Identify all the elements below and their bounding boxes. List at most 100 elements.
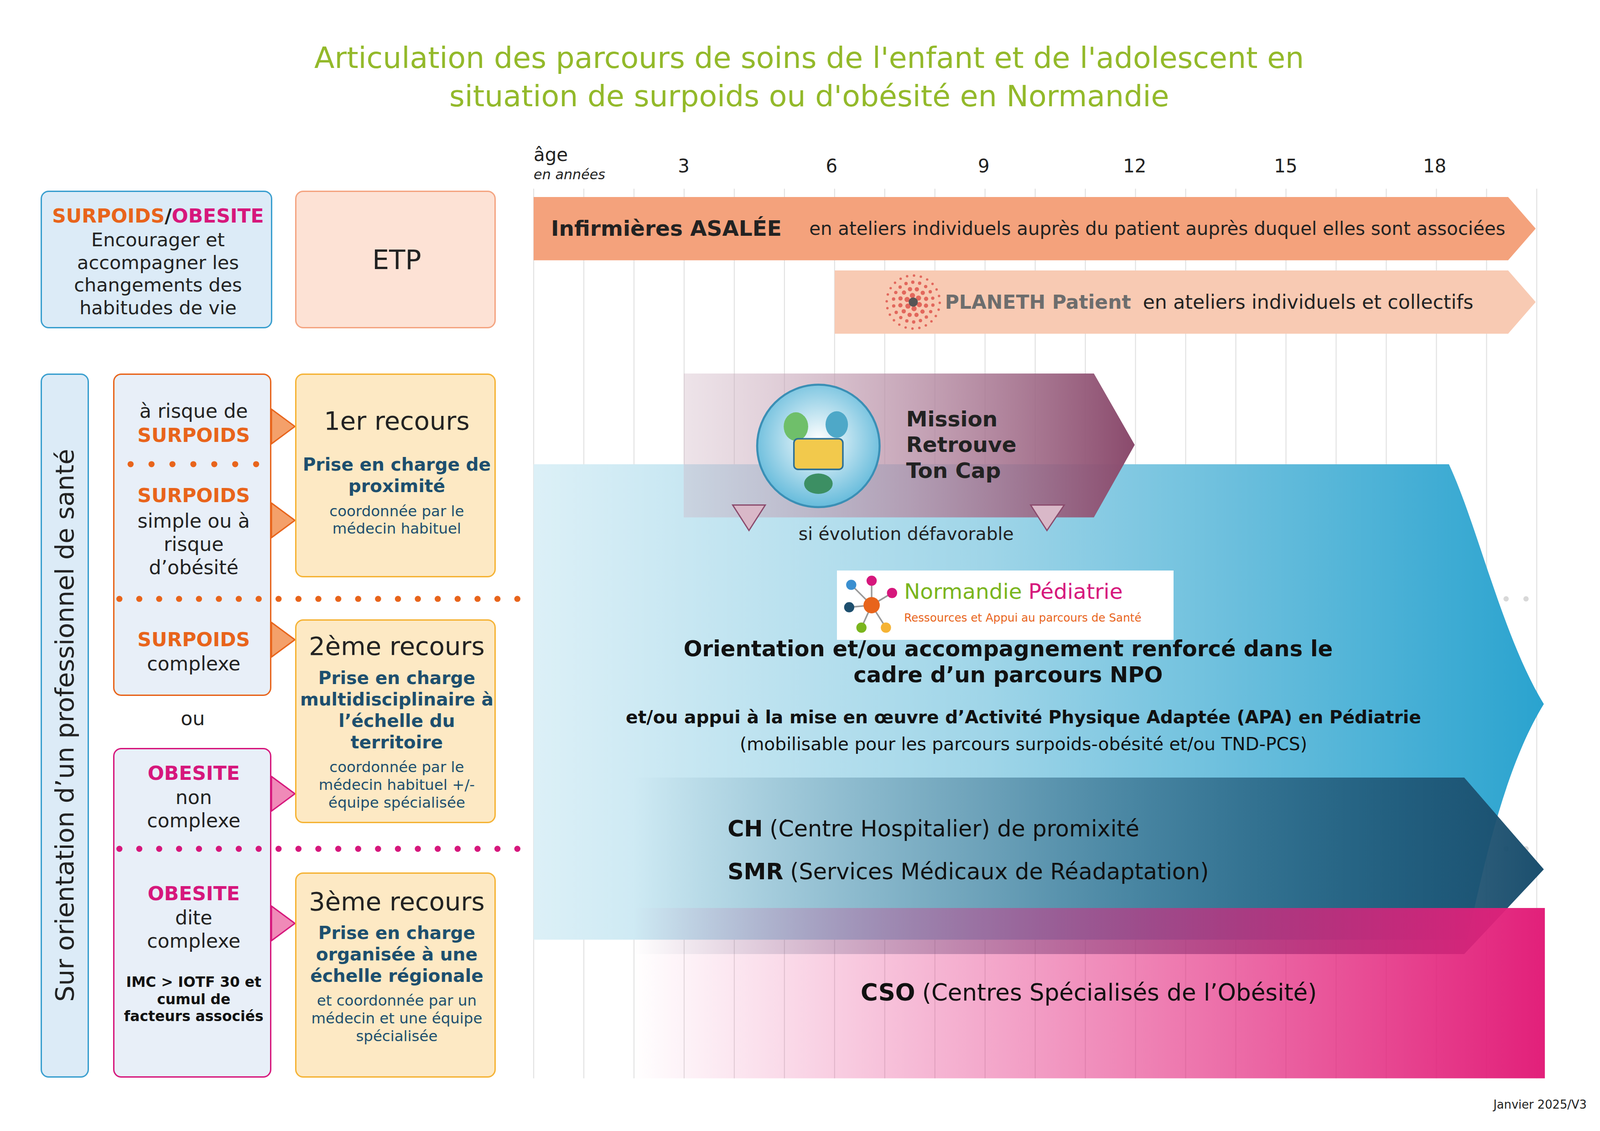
pink-dot bbox=[295, 846, 302, 852]
logo-dot bbox=[924, 315, 928, 319]
logo-dot bbox=[892, 318, 895, 322]
logo-dot bbox=[905, 319, 909, 323]
logo-dot bbox=[930, 296, 935, 300]
node-text: 3ème recours bbox=[298, 886, 496, 917]
asalee-band: Infirmières ASALÉEen ateliers individuel… bbox=[533, 197, 1536, 261]
free-label: 6 bbox=[800, 155, 863, 177]
logo-dot bbox=[892, 304, 896, 308]
node-text: Pédiatrie bbox=[1028, 578, 1123, 604]
pointer-arrow bbox=[271, 776, 295, 812]
band-fill bbox=[683, 373, 1135, 518]
logo-dot bbox=[904, 281, 908, 286]
orange-dot bbox=[355, 595, 362, 602]
logo-dot bbox=[892, 297, 896, 301]
pink-dot bbox=[494, 846, 501, 852]
orange-dot bbox=[374, 595, 381, 602]
obesite-box: OBESITEnon complexeOBESITEdite complexeI… bbox=[113, 748, 272, 1078]
logo-dot bbox=[920, 290, 925, 295]
text-row: SMR(Services Médicaux de Réadaptation) bbox=[727, 858, 1503, 886]
logo-atom bbox=[863, 597, 880, 614]
node-text: simple ou à risque d’obésité bbox=[131, 509, 256, 580]
logo-dot bbox=[886, 306, 889, 310]
logo-dot bbox=[901, 309, 906, 314]
logo-dot bbox=[937, 308, 940, 311]
free-label: ou bbox=[162, 706, 224, 731]
cso-band: CSO(Centres Spécialisés de l’Obésité) bbox=[632, 908, 1545, 1079]
pink-dot bbox=[355, 846, 362, 852]
logo-dot bbox=[911, 280, 915, 284]
logo-dot bbox=[888, 313, 891, 316]
node-text: Prise en charge de proximité bbox=[298, 454, 496, 498]
node-text: OBESITE bbox=[171, 204, 265, 228]
logo-dot bbox=[930, 320, 933, 323]
band-fill bbox=[533, 197, 1536, 261]
logo-dot bbox=[898, 285, 902, 289]
orange-dot bbox=[434, 595, 441, 602]
recours-box: 2ème recoursPrise en charge multidiscipl… bbox=[295, 619, 497, 824]
pink-dot bbox=[374, 846, 381, 852]
orange-dot bbox=[275, 595, 282, 602]
grey-dot bbox=[1523, 596, 1529, 602]
node-text: en ateliers individuels et collectifs bbox=[1142, 290, 1521, 314]
logo-dot bbox=[894, 310, 898, 314]
logo-atom bbox=[856, 622, 867, 633]
etp-box: ETP bbox=[295, 190, 497, 329]
logo-box: NormandiePédiatrieRessources et Appui au… bbox=[836, 570, 1174, 640]
pink-dot bbox=[335, 846, 342, 852]
pink-dot bbox=[414, 846, 421, 852]
node-text: non complexe bbox=[137, 785, 251, 833]
pink-dot bbox=[275, 846, 282, 852]
orange-dot bbox=[295, 595, 302, 602]
node-text: SMR bbox=[727, 858, 784, 885]
logo-dot bbox=[925, 278, 929, 281]
text-row: NormandiePédiatrie bbox=[903, 578, 1170, 605]
logo-figure bbox=[783, 412, 809, 442]
node-text: (Centre Hospitalier) de promixité bbox=[769, 815, 1140, 842]
orange-dot bbox=[315, 595, 322, 602]
node-text: 1er recours bbox=[298, 405, 496, 437]
logo-dot bbox=[912, 274, 915, 277]
node-text: SURPOIDS bbox=[119, 628, 268, 652]
logo-dot bbox=[924, 296, 929, 301]
orange-dot bbox=[335, 595, 342, 602]
node-text: / bbox=[164, 204, 172, 228]
logo-atom bbox=[843, 602, 854, 613]
pointer-arrow bbox=[271, 906, 295, 941]
free-label: en années bbox=[533, 166, 656, 183]
recours-box: 3ème recoursPrise en charge organisée à … bbox=[295, 872, 497, 1078]
pointer-arrow bbox=[271, 503, 295, 538]
orange-dot bbox=[514, 595, 521, 602]
logo-dot bbox=[935, 288, 938, 291]
logo-figure bbox=[804, 473, 833, 494]
node-text: Orientation et/ou accompagnement renforc… bbox=[681, 635, 1335, 689]
logo-dot bbox=[914, 312, 919, 317]
mission-band: Mission Retrouve Ton Cap bbox=[683, 373, 1135, 518]
node-text: SURPOIDS bbox=[119, 423, 268, 447]
node-text: 2ème recours bbox=[298, 630, 496, 662]
logo-dot bbox=[918, 326, 921, 329]
logo-atom bbox=[846, 579, 857, 590]
logo-dot bbox=[914, 287, 920, 292]
planeth-band: PLANETH Patienten ateliers individuels e… bbox=[834, 270, 1536, 334]
surpoids-box: à risque deSURPOIDSSURPOIDSsimple ou à r… bbox=[113, 373, 272, 697]
logo-dot bbox=[929, 310, 933, 314]
logo-dot bbox=[918, 318, 922, 323]
logo-dot bbox=[911, 306, 917, 312]
node-text: coordonnée par le médecin habituel +/-éq… bbox=[298, 758, 496, 812]
logo-dot bbox=[909, 292, 915, 298]
logo-atom bbox=[886, 587, 897, 598]
node-text: Encourager et accompagner les changement… bbox=[52, 228, 264, 320]
free-label: 15 bbox=[1255, 155, 1317, 177]
logo-dot bbox=[908, 297, 918, 307]
recours-box: 1er recoursPrise en charge de proximitéc… bbox=[295, 373, 497, 578]
node-text: IMC > IOTF 30 et cumul de facteurs assoc… bbox=[122, 973, 265, 1026]
node-text: OBESITE bbox=[119, 882, 268, 906]
node-text: (mobilisable pour les parcours surpoids-… bbox=[533, 733, 1514, 756]
logo-dot bbox=[893, 281, 897, 284]
logo-dot bbox=[931, 282, 934, 286]
node-text: SURPOIDS bbox=[119, 483, 268, 508]
node-text: et/ou appui à la mise en œuvre d’Activit… bbox=[533, 706, 1514, 729]
title: Articulation des parcours de soins de l'… bbox=[248, 38, 1371, 116]
node-text: Sur orientation d’un professionnel de sa… bbox=[40, 373, 89, 1078]
node-text: CSO bbox=[860, 978, 915, 1007]
